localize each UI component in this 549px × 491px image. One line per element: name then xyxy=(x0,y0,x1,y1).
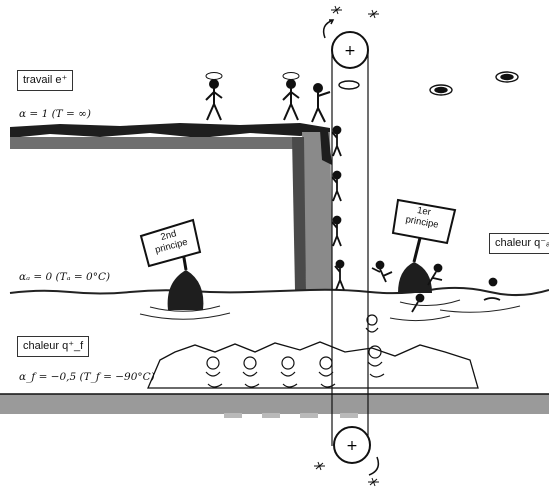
cliff xyxy=(10,123,333,290)
walking-figures xyxy=(206,73,330,123)
level-top: α = 1 (T = ∞) xyxy=(19,108,91,121)
swimming-figures xyxy=(372,262,500,313)
climbing-figures xyxy=(332,127,344,291)
label-travail: travail e⁺ xyxy=(17,70,73,91)
pulley-top-symbol: + xyxy=(344,43,356,59)
level-middle: αₐ = 0 (Tₐ = 0°C) xyxy=(19,271,110,284)
level-bottom: α_f = −0,5 (T_f = −90°C) xyxy=(19,371,155,384)
buoy-first-principe xyxy=(398,238,432,293)
label-chaleur-left: chaleur q⁺_f xyxy=(17,336,89,357)
halo-icons xyxy=(339,72,518,95)
water-surface xyxy=(10,288,549,321)
buoy-second-principe xyxy=(168,252,204,310)
label-chaleur-right: chaleur q⁻ₐ xyxy=(489,233,549,254)
pulley-bottom-symbol: + xyxy=(346,438,358,454)
